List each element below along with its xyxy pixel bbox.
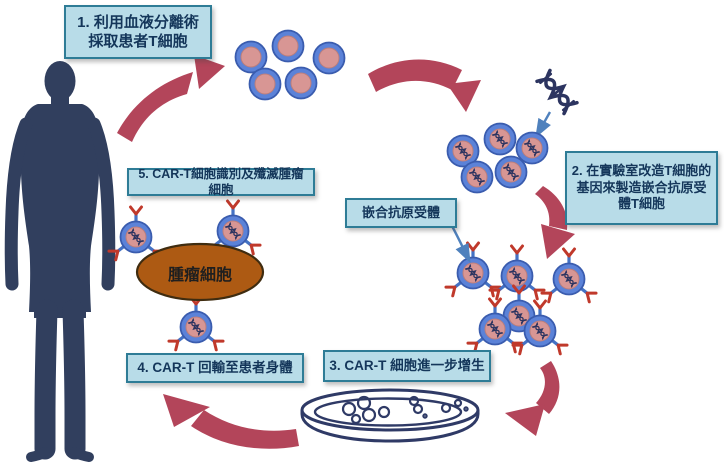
step-1-box: 1. 利用血液分離術採取患者T細胞 — [64, 5, 212, 59]
tumor-cell-label: 腫瘤細胞 — [167, 267, 232, 284]
step-5-box: 5. CAR-T細胞識別及殲滅腫瘤細胞 — [127, 166, 315, 197]
car-t-cell-icon — [169, 297, 223, 350]
harvested-t-cells — [234, 29, 346, 101]
cycle-arrow-3 — [535, 186, 575, 259]
t-cell-icon — [312, 41, 346, 75]
cycle-arrow-2 — [368, 59, 481, 112]
dna-cell-icon — [485, 124, 516, 155]
t-cell-icon — [271, 29, 305, 63]
step-5-label: 5. CAR-T細胞識別及殲滅腫瘤細胞 — [138, 166, 304, 197]
dna-pointer-arrow — [535, 111, 552, 139]
cycle-arrow-1 — [117, 55, 225, 142]
car-receptor-label-box: 嵌合抗原受體 — [345, 198, 457, 228]
petri-dish-icon — [300, 388, 480, 443]
dna-cell-icon — [462, 162, 493, 193]
step-3-label: 3. CAR-T 細胞進一步增生 — [329, 358, 485, 374]
cycle-arrows — [117, 55, 575, 449]
cycle-arrow-4 — [505, 361, 560, 436]
tumor-attack-scene — [109, 201, 265, 350]
step-2-box: 2. 在實驗室改造T細胞的基因來製造嵌合抗原受體T細胞 — [565, 151, 718, 225]
step-3-box: 3. CAR-T 細胞進一步增生 — [323, 350, 491, 382]
dna-icon — [535, 68, 579, 116]
t-cell-icon — [234, 40, 268, 74]
engineered-t-cells — [448, 124, 548, 193]
dna-cell-icon — [517, 133, 548, 164]
car-receptor-label: 嵌合抗原受體 — [361, 204, 440, 220]
cycle-arrow-5 — [163, 394, 299, 449]
t-cell-icon — [284, 66, 318, 100]
tumor-cell-shape — [135, 242, 265, 302]
t-cell-icon — [248, 67, 282, 101]
step-1-label: 1. 利用血液分離術採取患者T細胞 — [77, 13, 199, 51]
human-silhouette-icon — [4, 61, 116, 462]
dna-cell-icon — [496, 157, 527, 188]
step-2-label: 2. 在實驗室改造T細胞的基因來製造嵌合抗原受體T細胞 — [571, 162, 712, 212]
car-t-cell-icon — [446, 243, 500, 296]
receptor-pointer-arrow — [450, 225, 471, 264]
car-t-cell-icon — [542, 249, 596, 302]
step-4-label: 4. CAR-T 回輸至患者身體 — [137, 360, 293, 376]
step-4-box: 4. CAR-T 回輸至患者身體 — [126, 353, 304, 383]
